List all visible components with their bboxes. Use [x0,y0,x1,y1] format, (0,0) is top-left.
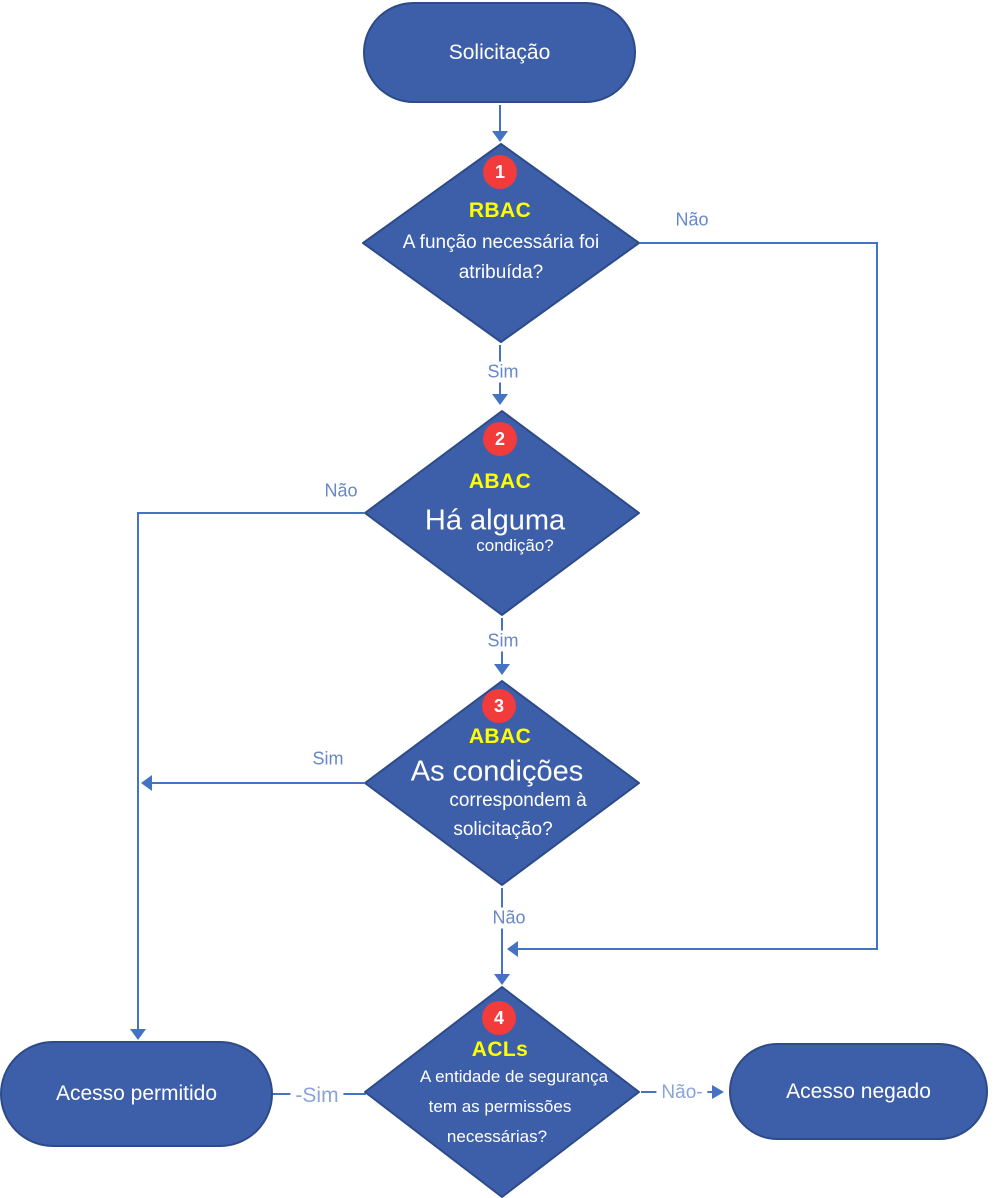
decision-3-text-emphasis: As condições [410,755,584,788]
decision-4-text-line1: A entidade de segurança [419,1067,609,1086]
decision-1-tag: RBAC [468,199,532,222]
edge-label-d3-no: Não [487,907,531,929]
arrowhead-into-denied [712,1085,724,1099]
decision-1-number-badge: 1 [483,155,517,189]
decision-2-tag: ABAC [468,470,532,493]
arrowhead-into-d2 [492,394,508,405]
edge-d2-no [137,512,364,1030]
decision-2-shape [364,410,640,616]
edge-label-d2-yes: Sim [482,630,524,652]
decision-3-number-badge: 3 [482,689,516,723]
decision-3-text-line1: correspondem à [449,790,587,811]
decision-4-number-badge: 4 [482,1001,516,1035]
decision-3-text-line2: solicitação? [453,819,553,840]
decision-3-number: 3 [493,695,504,716]
decision-3-shape [364,680,640,886]
decision-1-text-line2: atribuída? [458,262,544,283]
access-denied-node: Acesso negado [729,1043,988,1140]
decision-1-number: 1 [494,161,505,182]
access-allowed-node: Acesso permitido [0,1041,273,1147]
arrowhead-d3-yes-merge [141,775,152,791]
decision-4-text-line2: tem as permissões [428,1097,572,1116]
edge-d1-no-bypass [518,242,878,950]
decision-1-text-line1: A função necessária foi [402,232,600,253]
decision-2-text-emphasis: Há alguma [424,504,566,537]
edge-label-d1-no: Não [675,209,709,230]
edge-label-d4-yes: -Sim [290,1084,344,1108]
edge-label-d3-yes: Sim [312,748,344,769]
decision-2-text-line1: condição? [476,536,554,555]
decision-3-tag: ABAC [468,725,532,748]
decision-2-number: 2 [494,428,505,449]
arrowhead-into-allowed [130,1029,146,1040]
decision-4-number: 4 [493,1007,504,1028]
access-allowed-label: Acesso permitido [55,1082,218,1105]
arrowhead-into-d4 [494,974,510,985]
start-node: Solicitação [363,2,636,103]
decision-4-text-line3: necessárias? [446,1127,548,1146]
edge-label-d1-yes: Sim [482,361,524,383]
edge-label-d2-no: Não [324,480,358,501]
arrowhead-bypass-merge [507,941,518,957]
decision-2-number-badge: 2 [483,422,517,456]
decision-1-shape [362,143,640,343]
decision-4-tag: ACLs [471,1038,529,1061]
access-denied-label: Acesso negado [786,1079,931,1103]
start-label: Solicitação [448,40,551,64]
edge-label-d4-no: Não- [656,1082,708,1104]
arrowhead-into-d3 [494,664,510,675]
arrowhead-into-d1 [492,131,508,142]
decision-4-shape [364,986,640,1198]
